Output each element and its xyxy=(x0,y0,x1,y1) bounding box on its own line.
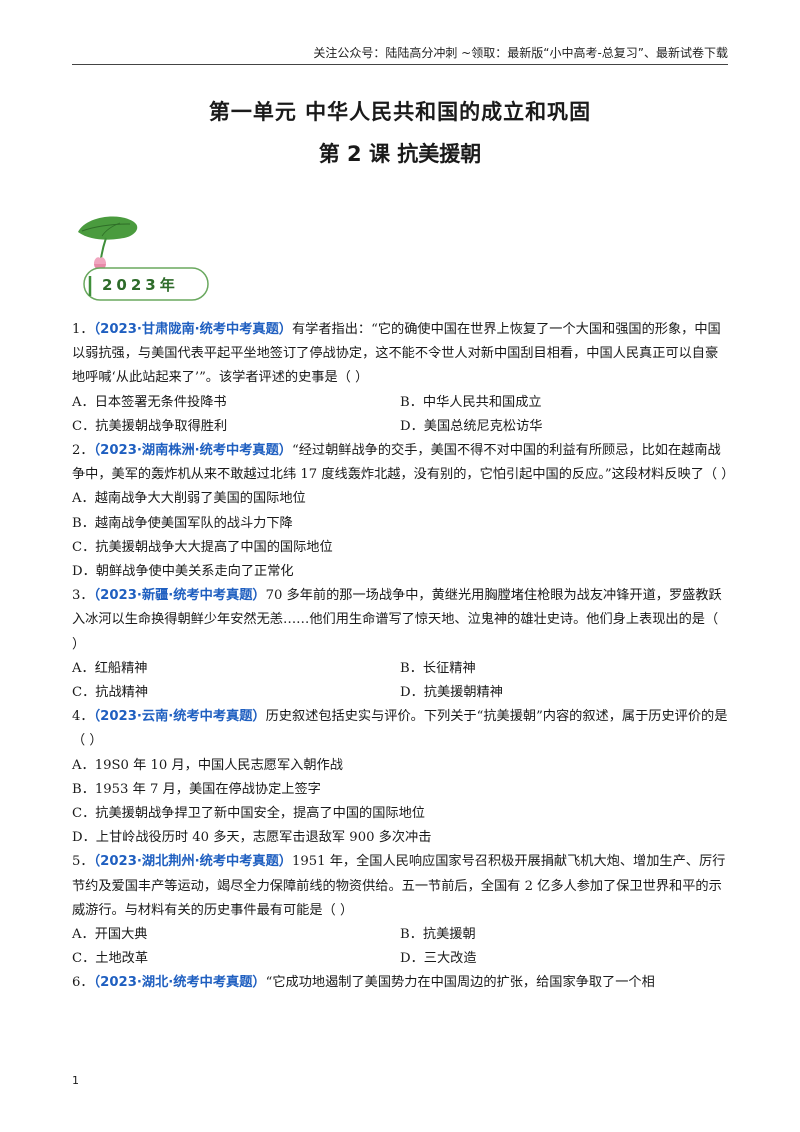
option-c[interactable]: C．土地改革 xyxy=(72,951,149,967)
option-b[interactable]: B．抗美援朝 xyxy=(400,927,476,943)
option-a[interactable]: A．19S0 年 10 月，中国人民志愿军入朝作战 xyxy=(72,757,343,773)
year-badge: 2023年 xyxy=(72,212,212,304)
option-c[interactable]: C．抗战精神 xyxy=(72,685,149,701)
question-source: （2023·湖南株洲·统考中考真题） xyxy=(93,443,292,459)
lotus-leaf-icon xyxy=(78,216,209,301)
question-list: 1．（2023·甘肃陇南·统考中考真题）有学者指出：“它的确使中国在世界上恢复了… xyxy=(72,318,735,996)
option-d[interactable]: D．美国总统尼克松访华 xyxy=(400,418,543,434)
option-c[interactable]: C．抗美援朝战争取得胜利 xyxy=(72,418,228,434)
question-number: 1． xyxy=(72,322,94,337)
question-stem: 历史叙述包括史实与评价。下列关于“抗美援朝”内容的叙述，属于历史评价的是（ ） xyxy=(72,709,728,749)
question-stem: 1951 年，全国人民响应国家号召积极开展捐献飞机大炮、增加生产、厉行节约及爱国… xyxy=(72,854,726,918)
option-d[interactable]: D．朝鲜战争使中美关系走向了正常化 xyxy=(72,564,294,580)
question-number: 3． xyxy=(72,588,94,604)
option-b[interactable]: B．长征精神 xyxy=(400,660,476,676)
question-stem: “它成功地遏制了美国势力在中国周边的扩张，给国家争取了一个相 xyxy=(265,975,655,991)
option-list: A．19S0 年 10 月，中国人民志愿军入朝作战 B．1953 年 7 月，美… xyxy=(72,754,728,851)
option-a[interactable]: A．红船精神 xyxy=(72,660,148,676)
question-number: 2． xyxy=(72,443,94,459)
lesson-title: 第 2 课 抗美援朝 xyxy=(318,142,482,166)
year-label: 2023年 xyxy=(102,276,179,294)
page-number: 1 xyxy=(72,1074,79,1087)
question-stem: 70 多年前的那一场战争中，黄继光用胸膛堵住枪眼为战友冲锋开道，罗盛教跃入冰河以… xyxy=(72,588,722,652)
question-item: 2．（2023·湖南株洲·统考中考真题）“经过朝鲜战争的交手，美国不得不对中国的… xyxy=(72,439,735,584)
option-a[interactable]: A．越南战争大大削弱了美国的国际地位 xyxy=(72,491,306,507)
question-item: 1．（2023·甘肃陇南·统考中考真题）有学者指出：“它的确使中国在世界上恢复了… xyxy=(72,318,728,439)
question-item: 4．（2023·云南·统考中考真题）历史叙述包括史实与评价。下列关于“抗美援朝”… xyxy=(72,705,728,850)
question-number: 4． xyxy=(72,709,94,725)
unit-title: 第一单元 中华人民共和国的成立和巩固 xyxy=(208,100,592,124)
option-b[interactable]: B．越南战争使美国军队的战斗力下降 xyxy=(72,515,293,531)
question-source: （2023·云南·统考中考真题） xyxy=(93,709,266,725)
option-list: A．开国大典 B．抗美援朝 C．土地改革 D．三大改造 xyxy=(72,923,728,971)
option-d[interactable]: D．上甘岭战役历时 40 多天，志愿军击退敌军 900 多次冲击 xyxy=(72,830,432,846)
question-stem: “经过朝鲜战争的交手，美国不得不对中国的利益有所顾忌，比如在越南战争中，美军的轰… xyxy=(72,443,735,483)
option-list: A．红船精神 B．长征精神 C．抗战精神 D．抗美援朝精神 xyxy=(72,657,728,705)
question-source: （2023·湖北·统考中考真题） xyxy=(93,975,266,991)
option-d[interactable]: D．抗美援朝精神 xyxy=(400,685,503,701)
question-source: （2023·甘肃陇南·统考中考真题） xyxy=(93,322,292,337)
option-a[interactable]: A．开国大典 xyxy=(72,927,148,943)
header-divider xyxy=(72,64,728,65)
question-stem: 有学者指出：“它的确使中国在世界上恢复了一个大国和强国的形象，中国以弱抗强，与美… xyxy=(72,322,721,386)
question-item: 6．（2023·湖北·统考中考真题）“它成功地遏制了美国势力在中国周边的扩张，给… xyxy=(72,971,728,995)
question-number: 6． xyxy=(72,975,94,991)
question-source: （2023·湖北荆州·统考中考真题） xyxy=(93,854,292,870)
option-b[interactable]: B．中华人民共和国成立 xyxy=(400,394,542,410)
option-list: A．日本签署无条件投降书 B．中华人民共和国成立 C．抗美援朝战争取得胜利 D．… xyxy=(72,391,728,439)
option-c[interactable]: C．抗美援朝战争大大提高了中国的国际地位 xyxy=(72,539,333,555)
option-c[interactable]: C．抗美援朝战争捍卫了新中国安全，提高了中国的国际地位 xyxy=(72,806,425,822)
option-b[interactable]: B．1953 年 7 月，美国在停战协定上签字 xyxy=(72,781,321,797)
question-item: 3．（2023·新疆·统考中考真题）70 多年前的那一场战争中，黄继光用胸膛堵住… xyxy=(72,584,728,705)
option-list: A．越南战争大大削弱了美国的国际地位 B．越南战争使美国军队的战斗力下降 C．抗… xyxy=(72,487,728,584)
page-header: 关注公众号：陆陆高分冲刺 ~领取：最新版“小中高考-总复习”、最新试卷下载 xyxy=(313,46,728,60)
option-a[interactable]: A．日本签署无条件投降书 xyxy=(72,394,227,410)
question-item: 5．（2023·湖北荆州·统考中考真题）1951 年，全国人民响应国家号召积极开… xyxy=(72,850,728,971)
option-d[interactable]: D．三大改造 xyxy=(400,951,477,967)
question-number: 5． xyxy=(72,854,94,870)
question-source: （2023·新疆·统考中考真题） xyxy=(93,588,266,604)
